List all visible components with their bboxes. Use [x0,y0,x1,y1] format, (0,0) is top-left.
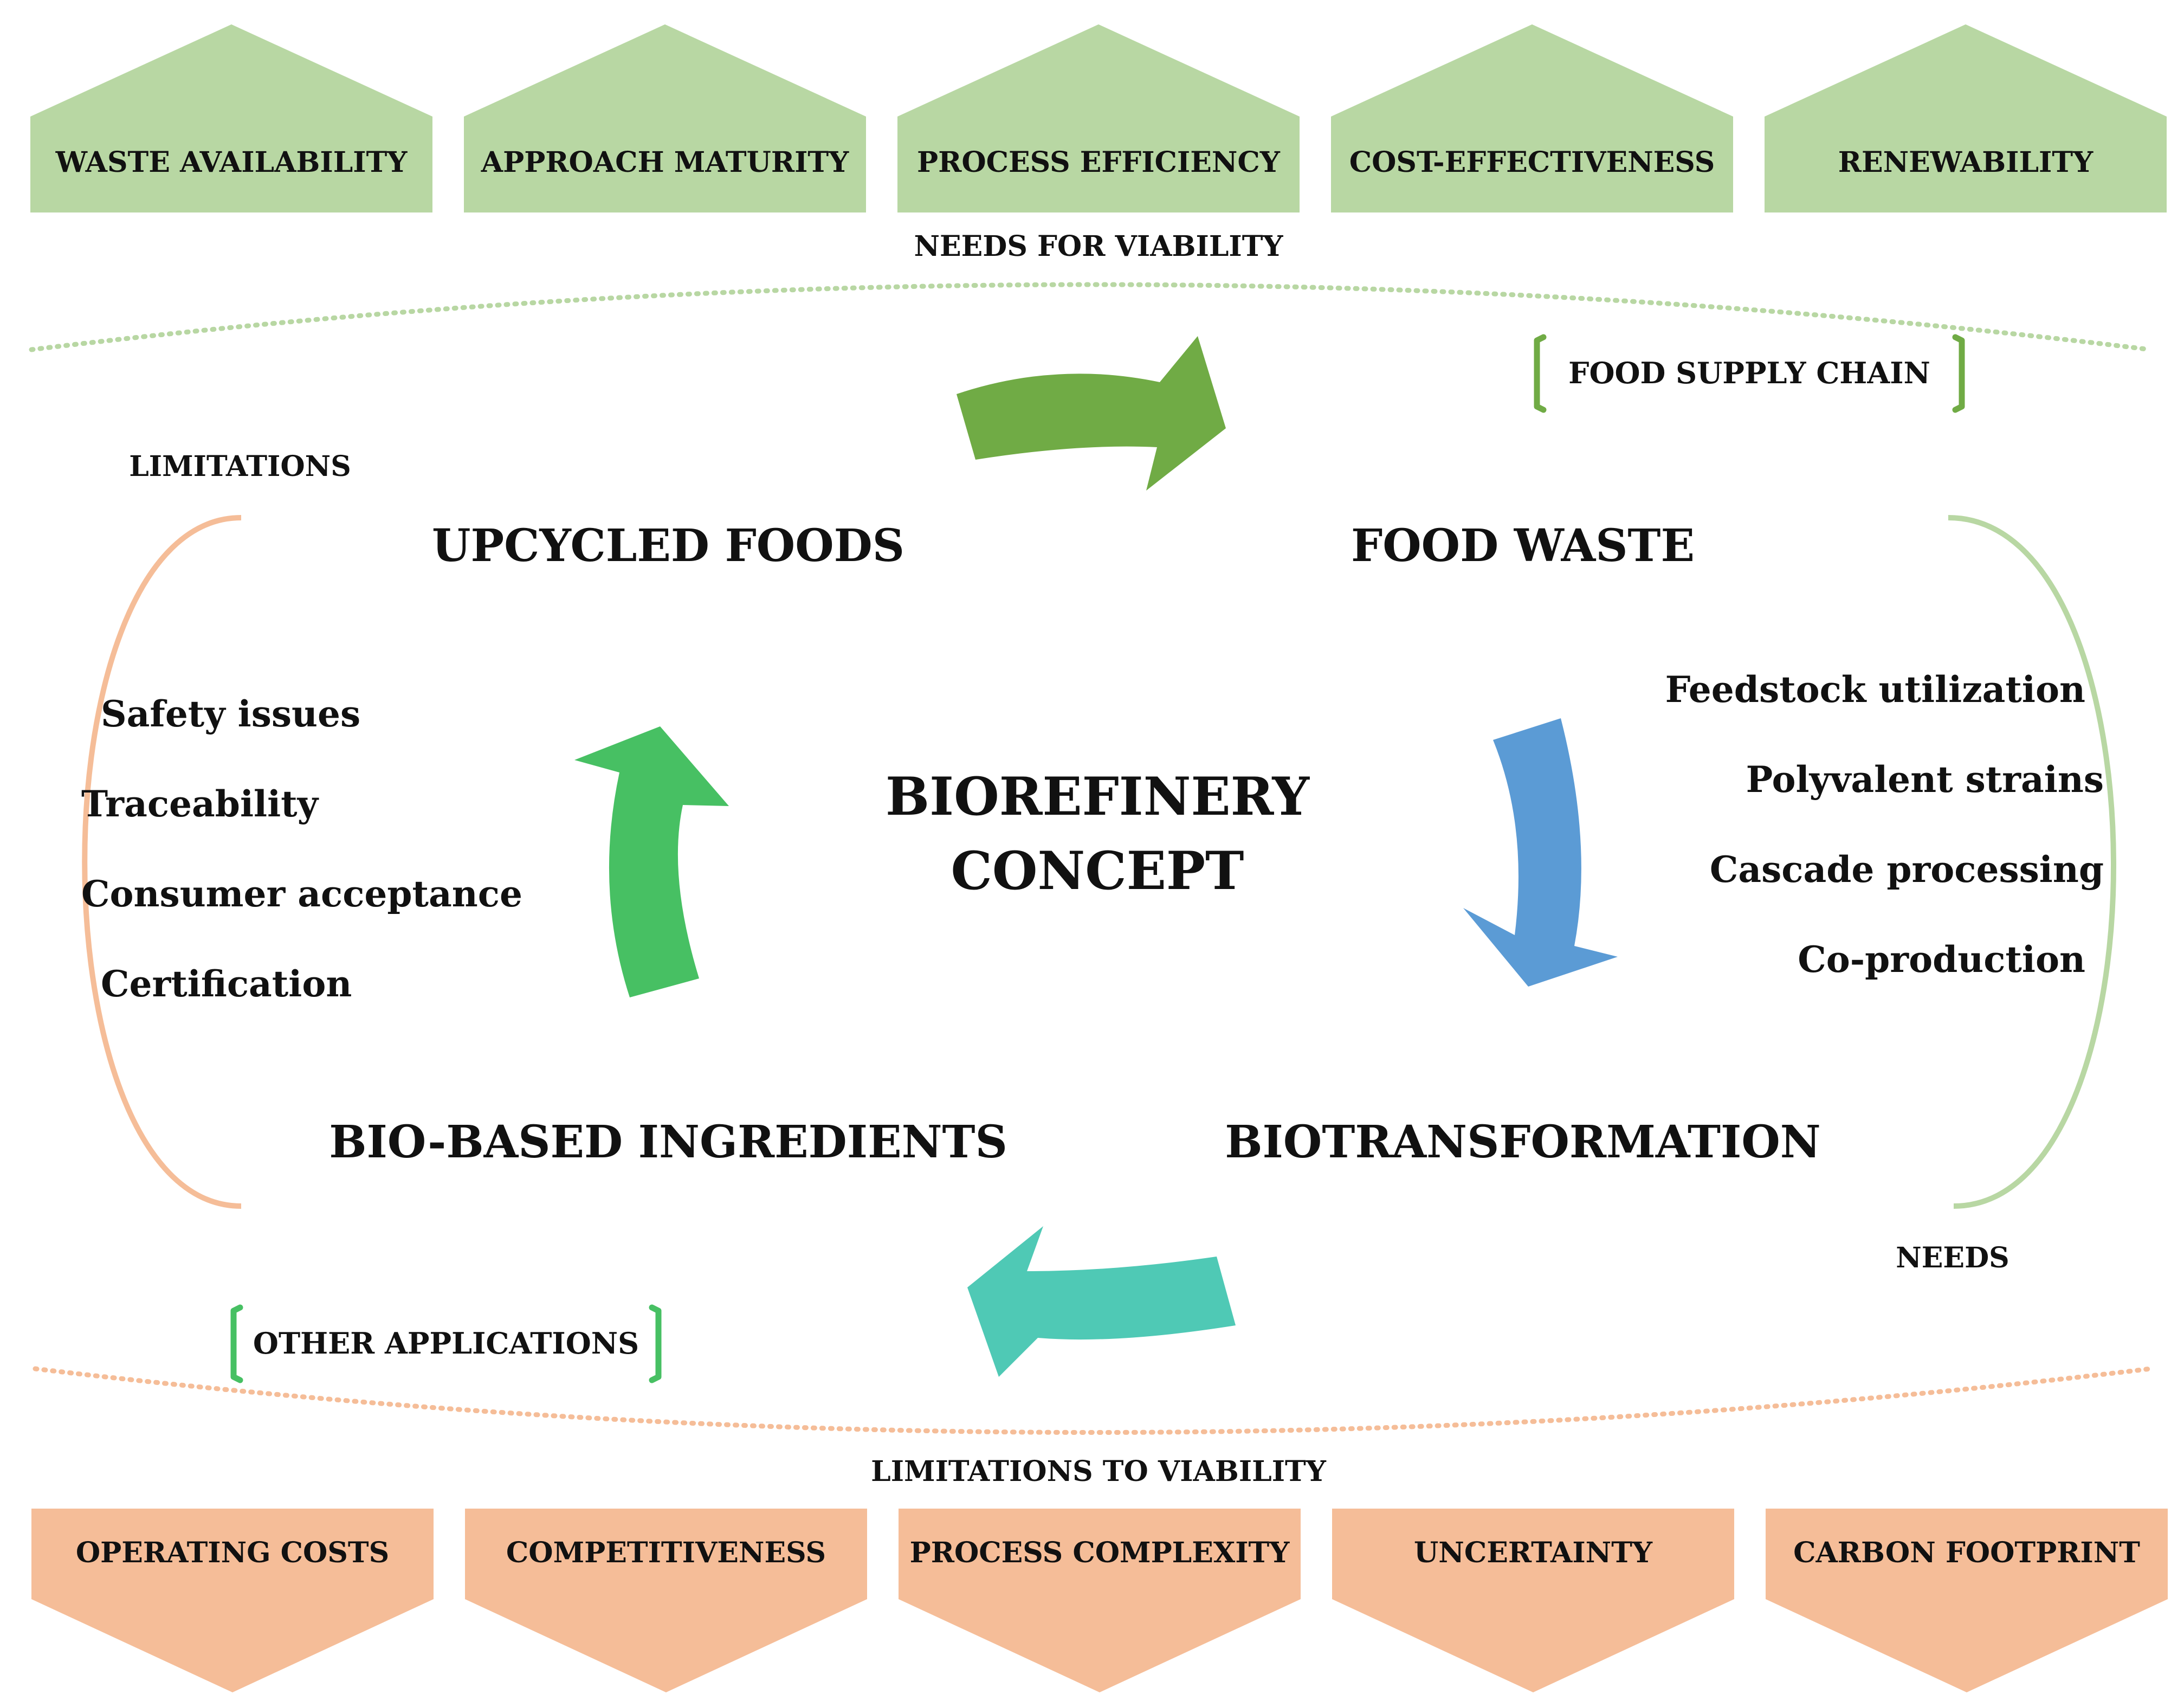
limitation-item: Safety issues [101,693,360,735]
bottom-dotted-arc [33,1366,2153,1435]
other-applications-label: OTHER APPLICATIONS [253,1326,639,1361]
limitation-uncertainty: UNCERTAINTY [1332,1509,1734,1692]
limitation-competitiveness: COMPETITIVENESS [465,1509,867,1692]
need-process-efficiency: PROCESS EFFICIENCY [897,24,1300,212]
limitation-process-complexity: PROCESS COMPLEXITY [899,1509,1301,1692]
need-process-efficiency-label: PROCESS EFFICIENCY [917,146,1281,179]
need-waste-availability-label: WASTE AVAILABILITY [55,146,408,179]
node-biotransformation: BIOTRANSFORMATION [1225,1116,1821,1168]
other-applications-bracket: OTHER APPLICATIONS [230,1304,662,1383]
node-bio-based-ingredients: BIO-BASED INGREDIENTS [329,1116,1007,1168]
need-cost-effectiveness-label: COST-EFFECTIVENESS [1349,146,1715,179]
top-dotted-arc [29,282,2153,352]
node-upcycled-foods: UPCYCLED FOODS [432,520,904,572]
limitation-item: Consumer acceptance [81,873,522,915]
limitation-uncertainty-label: UNCERTAINTY [1414,1536,1653,1569]
limitation-carbon-footprint: CARBON FOOTPRINT [1766,1509,2168,1692]
need-item: Cascade processing [1710,848,2104,891]
needs-for-viability-title: NEEDS FOR VIABILITY [914,230,1283,263]
need-renewability-label: RENEWABILITY [1838,146,2093,179]
arrow-upcycled-to-food-waste [957,336,1226,491]
needs-title: NEEDS [1896,1241,2009,1274]
limitations-bracket [82,515,242,1209]
limitation-item: Certification [101,963,352,1005]
need-waste-availability: WASTE AVAILABILITY [30,24,432,212]
need-approach-maturity-label: APPROACH MATURITY [481,146,849,179]
center-title-line2: CONCEPT [951,840,1244,901]
arrow-food-waste-to-biotransformation [1463,718,1618,987]
food-supply-chain-label: FOOD SUPPLY CHAIN [1568,356,1930,390]
needs-list: Feedstock utilization Polyvalent strains… [1665,668,2104,981]
arrow-biotransformation-to-ingredients [967,1226,1236,1377]
limitation-competitiveness-label: COMPETITIVENESS [506,1536,826,1569]
need-item: Feedstock utilization [1665,668,2085,711]
limitations-to-viability-title: LIMITATIONS TO VIABILITY [871,1455,1327,1488]
limitations-title: LIMITATIONS [129,450,351,483]
limitation-carbon-footprint-label: CARBON FOOTPRINT [1793,1536,2140,1569]
need-renewability: RENEWABILITY [1765,24,2167,212]
food-supply-chain-bracket: FOOD SUPPLY CHAIN [1534,334,1965,413]
need-approach-maturity: APPROACH MATURITY [464,24,866,212]
limitation-operating-costs: OPERATING COSTS [31,1509,434,1692]
limitations-to-viability-row: OPERATING COSTS COMPETITIVENESS PROCESS … [31,1509,2168,1692]
limitations-list: Safety issues Traceability Consumer acce… [81,693,522,1005]
need-cost-effectiveness: COST-EFFECTIVENESS [1331,24,1733,212]
limitation-item: Traceability [81,783,319,825]
need-item: Polyvalent strains [1746,758,2104,801]
arrow-ingredients-to-upcycled [574,726,729,997]
need-item: Co-production [1798,938,2085,981]
limitation-operating-costs-label: OPERATING COSTS [76,1536,389,1569]
needs-bracket [1948,515,2116,1209]
limitation-process-complexity-label: PROCESS COMPLEXITY [910,1536,1290,1569]
center-title-line1: BIOREFINERY [886,766,1310,827]
needs-for-viability-row: WASTE AVAILABILITY APPROACH MATURITY PRO… [30,24,2167,212]
node-food-waste: FOOD WASTE [1351,520,1695,572]
